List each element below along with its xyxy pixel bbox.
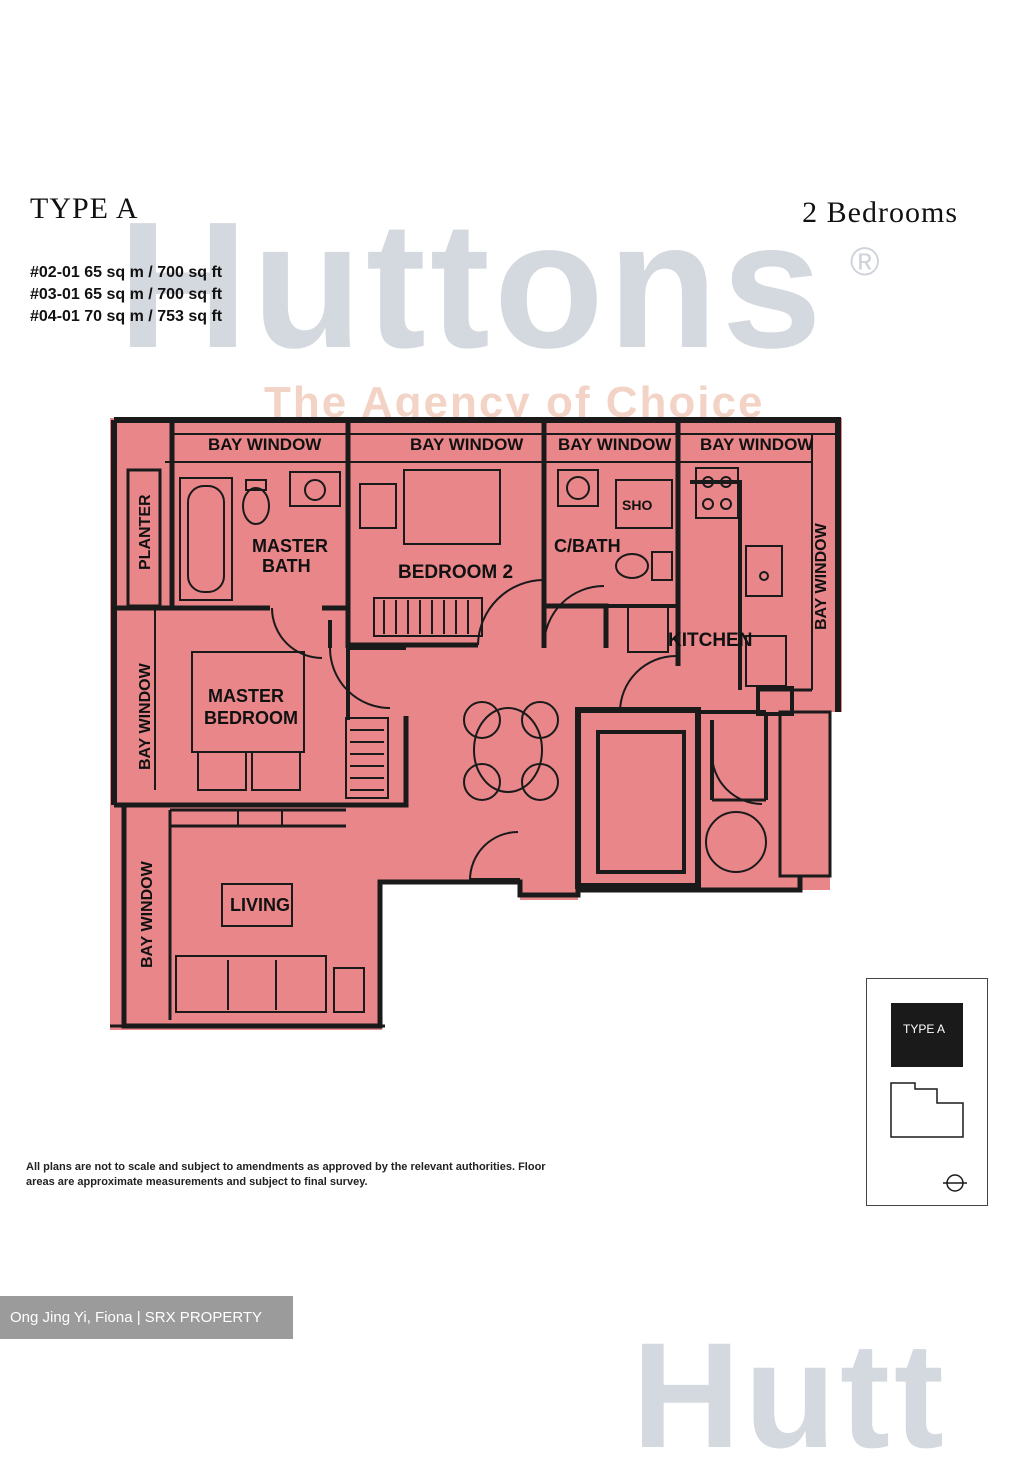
label-bedroom-2: BEDROOM 2: [398, 562, 513, 583]
watermark-brand: Huttons: [118, 185, 826, 386]
label-planter: PLANTER: [137, 494, 154, 570]
plan-walls: [110, 417, 841, 1029]
label-living: LIVING: [230, 895, 290, 915]
unit-area-row: #03-01 65 sq m / 700 sq ft: [30, 286, 223, 303]
unit-area-list: #02-01 65 sq m / 700 sq ft #03-01 65 sq …: [30, 262, 222, 328]
unit-area-row: #04-01 70 sq m / 753 sq ft: [30, 308, 223, 325]
bedroom-count: 2 Bedrooms: [802, 196, 958, 229]
label-master-bedroom: MASTER: [208, 686, 284, 706]
label-bay-window: BAY WINDOW: [558, 435, 672, 454]
watermark-brand-bottom: Hutt: [632, 1311, 948, 1479]
disclaimer-text: All plans are not to scale and subject t…: [26, 1161, 546, 1188]
label-shower: SHO: [622, 497, 652, 513]
unit-type-title: TYPE A: [30, 192, 139, 225]
key-plan: TYPE A: [866, 978, 988, 1206]
watermark-registered-mark: ®: [850, 240, 880, 284]
label-master-bath: BATH: [262, 556, 311, 576]
plan-fill: [110, 418, 842, 1030]
label-bay-window: BAY WINDOW: [208, 435, 322, 454]
label-master-bedroom: BEDROOM: [204, 708, 298, 728]
label-bay-window: BAY WINDOW: [137, 662, 154, 770]
room-labels: BAY WINDOW BAY WINDOW BAY WINDOW BAY WIN…: [137, 435, 830, 968]
door-swings: [271, 579, 763, 881]
label-bay-window: BAY WINDOW: [139, 860, 156, 968]
label-master-bath: MASTER: [252, 536, 328, 556]
floor-plan: BAY WINDOW BAY WINDOW BAY WINDOW BAY WIN…: [110, 417, 842, 1030]
label-bay-window: BAY WINDOW: [700, 435, 814, 454]
key-plan-unit-highlight: [891, 1003, 963, 1067]
label-kitchen: KITCHEN: [668, 630, 752, 651]
label-bay-window: BAY WINDOW: [410, 435, 524, 454]
agent-credit: Ong Jing Yi, Fiona | SRX PROPERTY: [0, 1296, 293, 1339]
plan-fixtures: [175, 467, 787, 1013]
label-common-bath: C/BATH: [554, 536, 621, 556]
unit-area-row: #02-01 65 sq m / 700 sq ft: [30, 264, 223, 281]
living-label-box: [221, 883, 293, 927]
label-bay-window: BAY WINDOW: [813, 522, 830, 630]
key-plan-label: TYPE A: [903, 1022, 945, 1036]
key-plan-diagram: TYPE A: [890, 1003, 967, 1192]
